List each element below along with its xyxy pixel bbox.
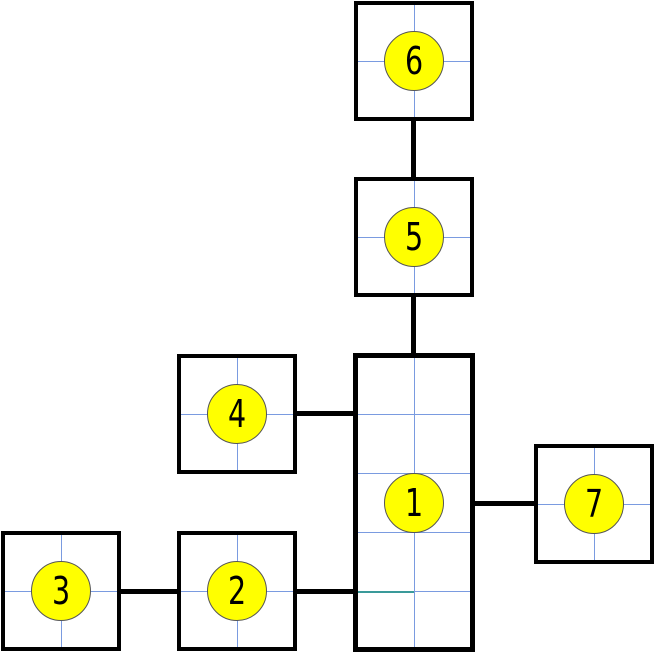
node-box-4[interactable]: 4: [177, 354, 297, 474]
edge-1-7: [472, 501, 536, 506]
node-label: 5: [404, 215, 424, 259]
edge-4-1: [294, 411, 356, 416]
edge-2-1: [294, 589, 356, 594]
edge-5-1: [411, 293, 416, 355]
node-box-5[interactable]: 5: [354, 177, 474, 297]
node-circle-6: 6: [384, 31, 444, 91]
node-box-6[interactable]: 6: [354, 1, 474, 121]
node-label: 7: [584, 482, 604, 526]
node-circle-7: 7: [564, 474, 624, 534]
node-circle-3: 3: [31, 561, 91, 621]
edge-6-5: [411, 118, 416, 179]
node-circle-4: 4: [207, 384, 267, 444]
edge-3-2: [118, 589, 180, 594]
node-label: 4: [227, 392, 247, 436]
node-label: 6: [404, 39, 424, 83]
grid-line-highlight: [358, 591, 414, 593]
node-circle-1: 1: [384, 472, 444, 533]
node-label: 2: [227, 569, 247, 613]
node-label: 1: [404, 480, 424, 525]
node-label: 3: [51, 569, 71, 613]
node-box-2[interactable]: 2: [177, 531, 297, 651]
node-box-3[interactable]: 3: [1, 531, 121, 651]
node-box-7[interactable]: 7: [534, 444, 654, 564]
node-circle-5: 5: [384, 207, 444, 267]
node-box-1[interactable]: 1: [353, 353, 475, 652]
node-circle-2: 2: [207, 561, 267, 621]
